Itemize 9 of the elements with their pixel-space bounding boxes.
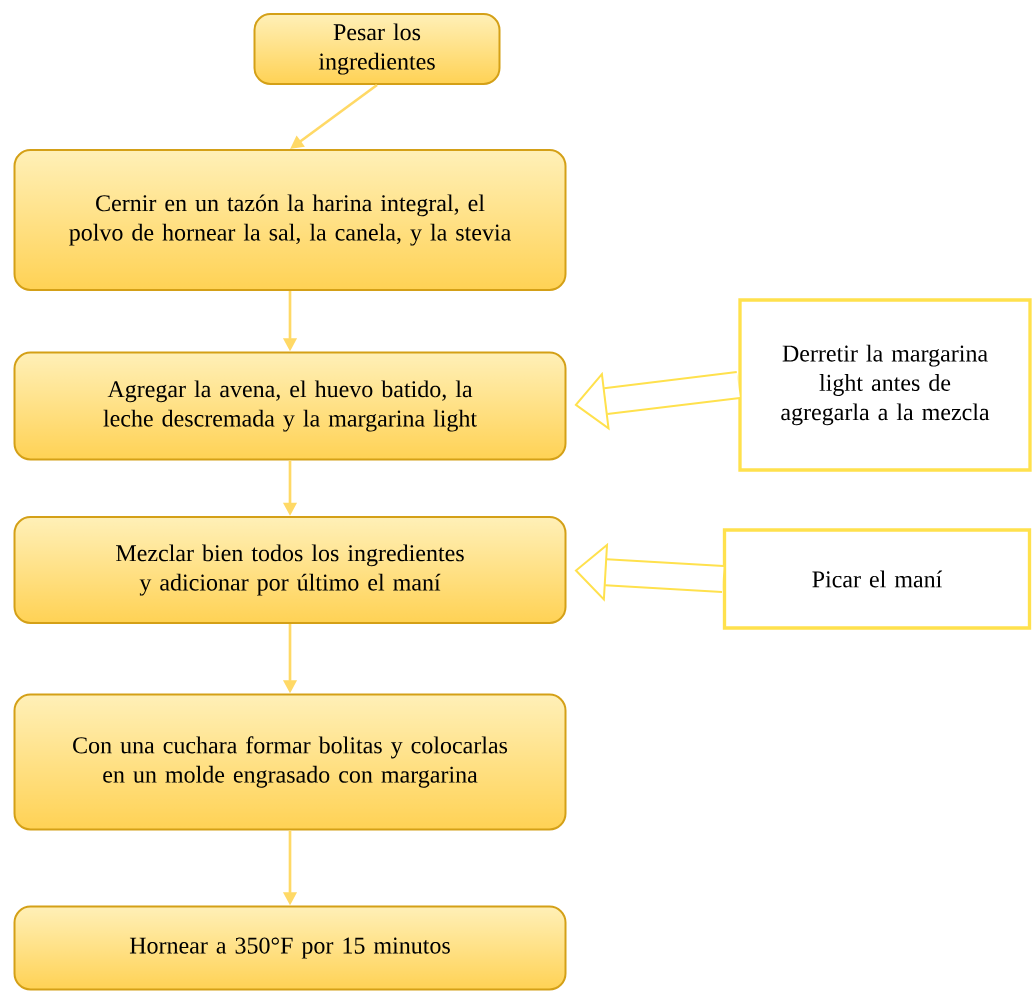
- process-box: Hornear a 350°F por 15 minutos: [13, 905, 567, 991]
- process-box: Agregar la avena, el huevo batido, la leche descremada y la margarina light: [13, 351, 567, 461]
- process-box: Cernir en un tazón la harina integral, el polvo de hornear la sal, la canela, y la stevia: [13, 149, 567, 291]
- note-box: Derretir la margarina light antes de agregarla a la mezcla: [738, 298, 1032, 472]
- note-box: Picar el maní: [722, 528, 1032, 630]
- process-box: Con una cuchara formar bolitas y colocarlas en un molde engrasado con margarina: [13, 693, 567, 831]
- block-arrow: [574, 371, 741, 431]
- process-box: Pesar los ingredientes: [253, 13, 501, 85]
- process-box: Mezclar bien todos los ingredientes y adicionar por último el maní: [13, 516, 567, 624]
